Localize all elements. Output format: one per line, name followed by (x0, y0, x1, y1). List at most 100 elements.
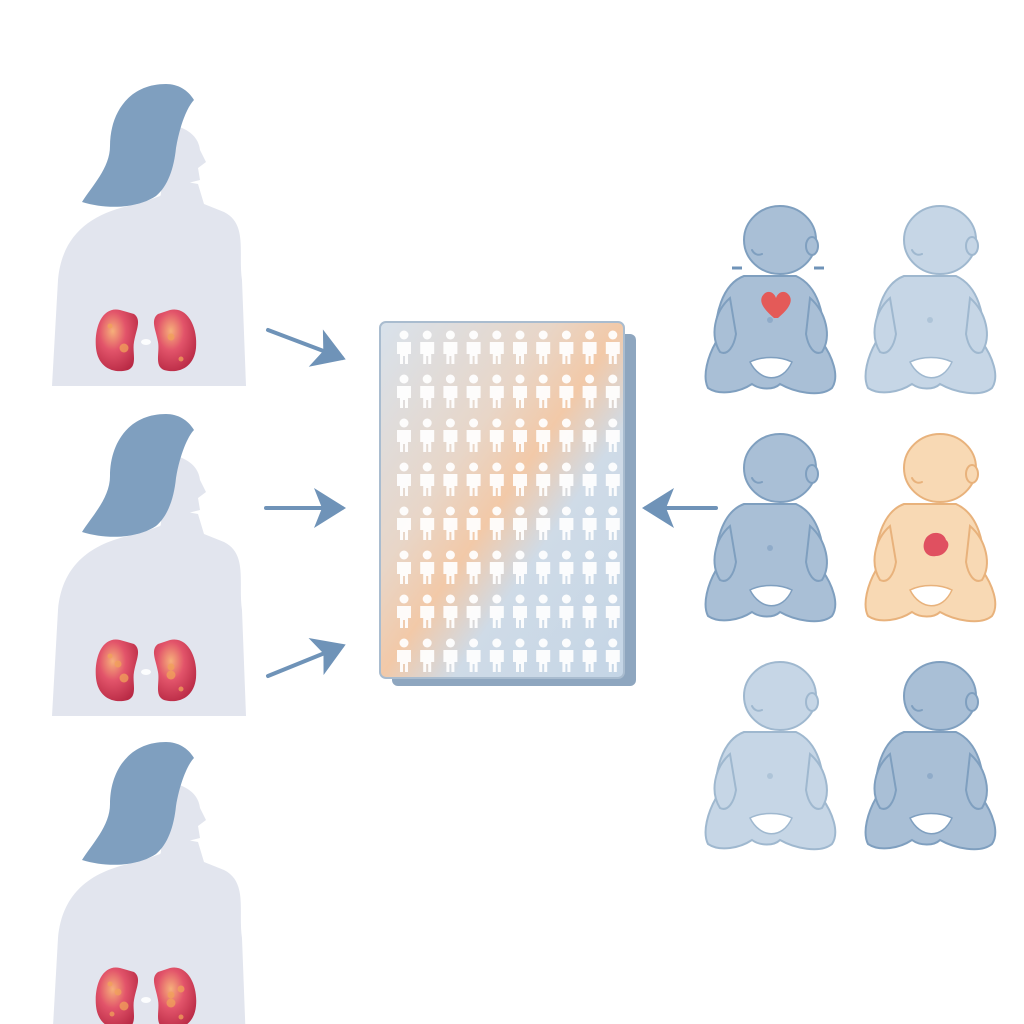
infant-ear (965, 236, 979, 256)
kidney-spot (107, 981, 113, 987)
person-icon (489, 550, 504, 584)
person-icon (582, 550, 597, 584)
person-icon (513, 594, 527, 628)
kidneys (95, 309, 197, 372)
person-icon (420, 330, 435, 364)
infant-head (743, 205, 817, 275)
infant-arm (964, 295, 988, 354)
person-icon (420, 594, 435, 628)
person-icon (466, 594, 481, 628)
infant-figure (704, 205, 837, 395)
infant-head (903, 661, 977, 731)
mother-torso (53, 838, 246, 1024)
infant-diaper (748, 812, 793, 835)
person-icon (443, 462, 458, 496)
right-kidney-icon (153, 309, 197, 372)
mother-torso (52, 510, 246, 716)
kidney-spot (114, 660, 122, 668)
mother-hair (82, 414, 194, 537)
person-icon (559, 506, 574, 540)
kidney-spot (107, 323, 113, 329)
infant-figure (704, 433, 837, 623)
bladder-dot (141, 669, 151, 675)
person-icon (536, 638, 551, 672)
person-icon (466, 550, 481, 584)
person-icon (420, 462, 435, 496)
infant-arm (804, 751, 828, 810)
person-icon (420, 506, 435, 540)
person-icon (420, 418, 435, 452)
person-icon (536, 550, 551, 584)
person-icon (397, 550, 411, 584)
person-icon (513, 374, 527, 408)
kidney-spot (167, 333, 175, 341)
mothers-group (52, 84, 246, 1024)
person-icon (536, 506, 551, 540)
infant-diaper (908, 356, 953, 379)
person-icon (536, 462, 551, 496)
person-icon (397, 506, 411, 540)
person-icon (536, 330, 551, 364)
infant-ear (805, 236, 819, 256)
person-icon (466, 374, 481, 408)
person-icon (559, 594, 574, 628)
left-kidney-icon (95, 967, 139, 1024)
infant-navel (767, 317, 773, 323)
kidney-spot (167, 991, 175, 999)
infant-ear (805, 692, 819, 712)
kidney-spot (119, 343, 129, 353)
person-icon (536, 418, 551, 452)
infant-figure (864, 205, 997, 395)
kidney-spot (178, 1014, 184, 1020)
person-icon (559, 418, 574, 452)
person-icon (443, 550, 458, 584)
left-kidney-icon (95, 309, 139, 372)
infant-arm (713, 752, 738, 810)
kidneys (95, 967, 197, 1024)
person-icon (466, 462, 481, 496)
kidney-spot (167, 663, 175, 671)
person-icon (397, 594, 411, 628)
infant-ear (805, 464, 819, 484)
person-icon (605, 330, 620, 364)
kidney-spot (119, 1001, 129, 1011)
person-icon (513, 506, 527, 540)
person-icon (605, 550, 620, 584)
cohort-panel (379, 321, 636, 686)
left-kidney-icon (95, 639, 139, 702)
infants-group (704, 205, 997, 851)
person-icon (397, 330, 411, 364)
person-icon (605, 638, 620, 672)
person-icon (605, 594, 620, 628)
person-icon (513, 330, 527, 364)
person-icon (582, 506, 597, 540)
person-icon (466, 330, 481, 364)
person-icon (605, 462, 620, 496)
infant-arm (713, 524, 738, 582)
infant-arm (873, 296, 898, 354)
kidney-spot (109, 1011, 115, 1017)
person-icon (397, 462, 411, 496)
mother-hair (82, 742, 194, 865)
person-icon (513, 638, 527, 672)
infant-navel (767, 545, 773, 551)
infant-head (903, 205, 977, 275)
infant-diaper (908, 812, 953, 835)
infant-diaper (748, 356, 793, 379)
kidney-spot (166, 670, 176, 680)
person-icon (443, 330, 458, 364)
person-icon (582, 462, 597, 496)
mother-hair (82, 84, 194, 207)
kidney-spot (178, 356, 184, 362)
mother-torso (52, 180, 246, 386)
kidney-spot (114, 988, 122, 996)
person-icon (489, 506, 504, 540)
person-icon (420, 550, 435, 584)
person-icon (443, 638, 458, 672)
person-icon (559, 374, 574, 408)
person-icon (513, 418, 527, 452)
person-icon (489, 374, 504, 408)
person-icon (443, 418, 458, 452)
